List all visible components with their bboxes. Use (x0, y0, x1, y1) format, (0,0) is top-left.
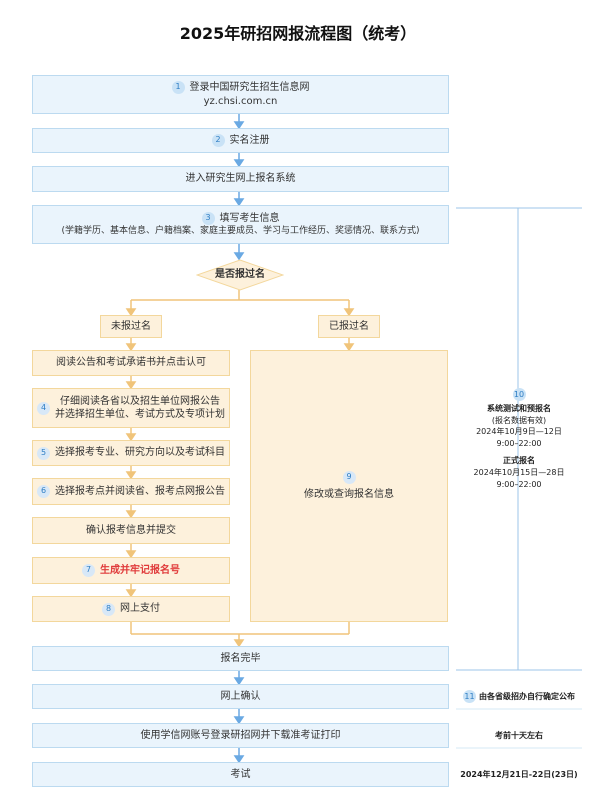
confirm-note: 11 由各省级招办自行确定公布 (456, 690, 582, 703)
step-select-major-text: 选择报考专业、研究方向以及考试科目 (55, 447, 225, 459)
step-number-badge: 4 (37, 401, 50, 415)
step-confirm-submit: 确认报考信息并提交 (32, 517, 230, 544)
step-register-text: 实名注册 (229, 134, 270, 146)
exam-date-note: 2024年12月21日-22日(23日) (456, 769, 582, 781)
step-registration-number-text: 生成并牢记报名号 (100, 564, 180, 576)
step-login: 1 登录中国研究生招生信息网 yz.chsi.com.cn (32, 75, 449, 114)
step-confirm-submit-text: 确认报考信息并提交 (86, 524, 176, 536)
step-online-confirm: 网上确认 (32, 684, 449, 709)
step-modify-query-text: 修改或查询报名信息 (304, 488, 394, 500)
step-fill-info: 3 填写考生信息 (学籍学历、基本信息、户籍档案、家庭主要成员、学习与工作经历、… (32, 205, 449, 244)
step-login-url: yz.chsi.com.cn (203, 95, 278, 107)
step-number-badge: 1 (171, 81, 185, 95)
step-number-badge: 11 (463, 690, 476, 703)
step-fill-info-text: 填写考生信息 (219, 212, 280, 224)
step-read-announcement: 阅读公告和考试承诺书并点击认可 (32, 350, 230, 376)
step-number-badge: 9 (342, 470, 356, 484)
step-enter-system: 进入研究生网上报名系统 (32, 166, 449, 192)
step-online-payment: 8 网上支付 (32, 596, 230, 622)
step-number-badge: 3 (201, 211, 215, 225)
step-select-unit-text-2: 并选择招生单位、考试方式及专项计划 (55, 409, 225, 420)
test-time: 9:00–22:00 (496, 438, 542, 448)
step-number-badge: 2 (211, 134, 225, 147)
step-register: 2 实名注册 (32, 128, 449, 153)
step-number-badge: 8 (102, 602, 115, 616)
step-read-announcement-text: 阅读公告和考试承诺书并点击认可 (56, 357, 206, 369)
step-number-badge: 10 (512, 388, 526, 401)
formal-date: 2024年10月15日—28日 (473, 467, 565, 477)
step-login-text: 登录中国研究生招生信息网 (189, 82, 310, 93)
formal-time: 9:00–22:00 (496, 479, 542, 489)
exam-date-text: 2024年12月21日-22日(23日) (460, 770, 578, 779)
step-registration-number: 7 生成并牢记报名号 (32, 557, 230, 584)
step-select-exam-site-text: 选择报考点并阅读省、报考点网报公告 (55, 485, 225, 497)
branch-registered: 已报过名 (318, 315, 380, 338)
step-number-badge: 6 (37, 485, 50, 498)
formal-title: 正式报名 (503, 456, 535, 466)
branch-not-registered: 未报过名 (100, 315, 162, 338)
print-note: 考前十天左右 (456, 730, 582, 742)
decision-diamond (196, 259, 284, 291)
step-select-major: 5 选择报考专业、研究方向以及考试科目 (32, 440, 230, 466)
test-date: 2024年10月9日—12日 (476, 427, 562, 437)
step-select-unit: 4 仔细阅读各省以及招生单位网报公告 并选择招生单位、考试方式及专项计划 (32, 388, 230, 428)
schedule-note: 10 系统测试和预报名 (报名数据有效) 2024年10月9日—12日 9:00… (456, 388, 582, 490)
step-number-badge: 5 (37, 446, 50, 460)
step-modify-query: 9 修改或查询报名信息 (250, 350, 448, 622)
test-note: (报名数据有效) (491, 415, 547, 425)
step-number-badge: 7 (82, 564, 95, 577)
page-title: 2025年研招网报流程图（统考） (179, 24, 417, 43)
confirm-note-text: 由各省级招办自行确定公布 (479, 691, 575, 701)
step-online-payment-text: 网上支付 (120, 603, 160, 615)
step-print-ticket: 使用学信网账号登录研招网并下载准考证打印 (32, 723, 449, 748)
step-fill-info-detail: (学籍学历、基本信息、户籍档案、家庭主要成员、学习与工作经历、奖惩情况、联系方式… (61, 226, 420, 237)
step-exam: 考试 (32, 762, 449, 787)
print-note-text: 考前十天左右 (495, 731, 543, 740)
step-enter-system-text: 进入研究生网上报名系统 (185, 173, 296, 185)
step-select-exam-site: 6 选择报考点并阅读省、报考点网报公告 (32, 478, 230, 505)
step-select-unit-text: 仔细阅读各省以及招生单位网报公告 (60, 395, 220, 407)
decision-label: 是否报过名 (215, 269, 265, 281)
test-title: 系统测试和预报名 (487, 404, 551, 413)
step-done: 报名完毕 (32, 646, 449, 671)
